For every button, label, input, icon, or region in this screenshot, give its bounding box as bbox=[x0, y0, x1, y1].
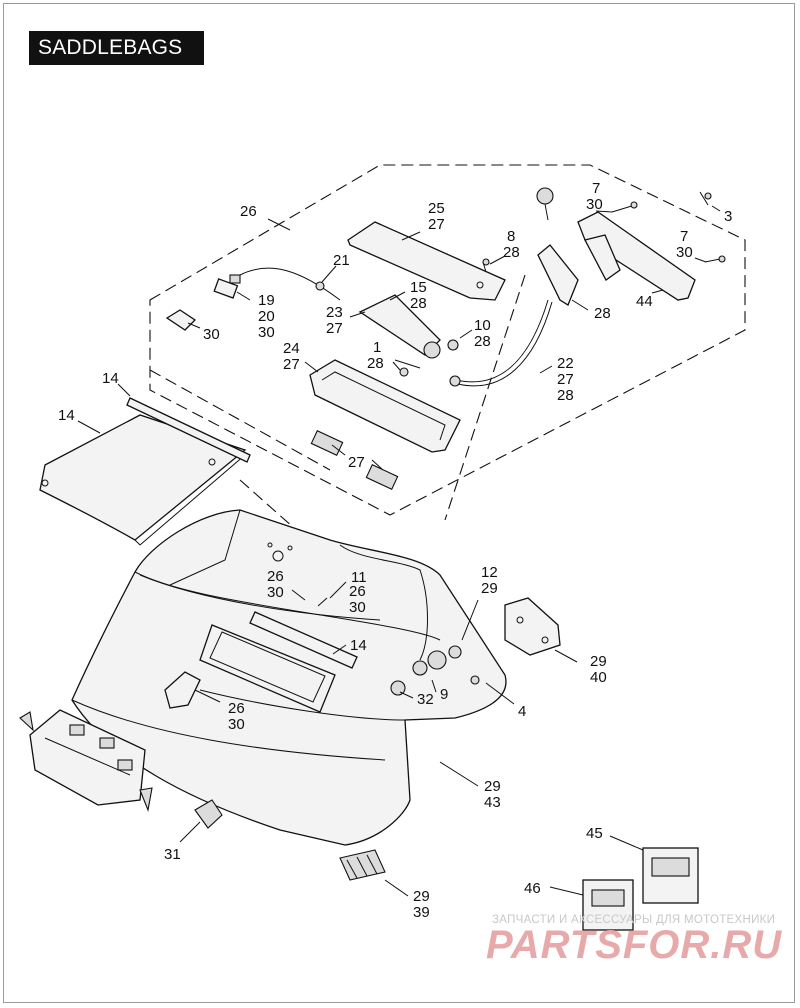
liner-strip bbox=[126, 397, 251, 463]
latch-box bbox=[309, 359, 461, 490]
callout-4: 4 bbox=[518, 703, 526, 720]
lid-subassembly-outline bbox=[149, 164, 746, 516]
callout-44: 44 bbox=[636, 293, 653, 310]
liner-panel bbox=[39, 414, 247, 546]
callout-27-pads: 27 bbox=[348, 454, 365, 471]
decal-46 bbox=[582, 879, 634, 931]
leader-lines bbox=[77, 205, 721, 897]
screws bbox=[482, 191, 726, 273]
callout-46: 46 bbox=[524, 880, 541, 897]
reflector bbox=[339, 849, 386, 881]
callout-14-liner: 14 bbox=[58, 407, 75, 424]
callout-3: 3 bbox=[724, 208, 732, 225]
watermark-caption: ЗАПЧАСТИ И АКСЕССУАРЫ ДЛЯ МОТОТЕХНИКИ bbox=[492, 914, 776, 926]
connector-parts bbox=[165, 274, 241, 331]
side-latch-hardware bbox=[19, 709, 153, 812]
callout-28-hinge: 28 bbox=[594, 305, 611, 322]
latch-clip bbox=[164, 671, 201, 709]
grommets bbox=[390, 645, 480, 696]
watermark-brand: PARTSFOR.RU bbox=[486, 923, 783, 967]
saddlebag-body bbox=[71, 509, 507, 846]
latch-mechanism bbox=[358, 294, 459, 377]
side-hinge bbox=[504, 597, 561, 656]
callout-21: 21 bbox=[333, 252, 350, 269]
foot-pad bbox=[194, 799, 223, 829]
callout-45: 45 bbox=[586, 825, 603, 842]
callout-14-strip: 14 bbox=[102, 370, 119, 387]
callout-14-inner: 14 bbox=[350, 637, 367, 654]
page-title: SADDLEBAGS bbox=[29, 31, 204, 65]
callout-9: 9 bbox=[440, 686, 448, 703]
callout-11: 11 bbox=[351, 569, 367, 586]
callout-26-top: 26 bbox=[240, 203, 257, 220]
hinge-bracket bbox=[536, 187, 696, 306]
callout-32: 32 bbox=[417, 691, 434, 708]
diagram-frame bbox=[3, 3, 795, 1003]
decal-45 bbox=[642, 847, 699, 904]
callout-31: 31 bbox=[164, 846, 181, 863]
lid-plate bbox=[347, 221, 506, 301]
release-cable bbox=[239, 267, 553, 387]
callout-30-left: 30 bbox=[203, 326, 220, 343]
